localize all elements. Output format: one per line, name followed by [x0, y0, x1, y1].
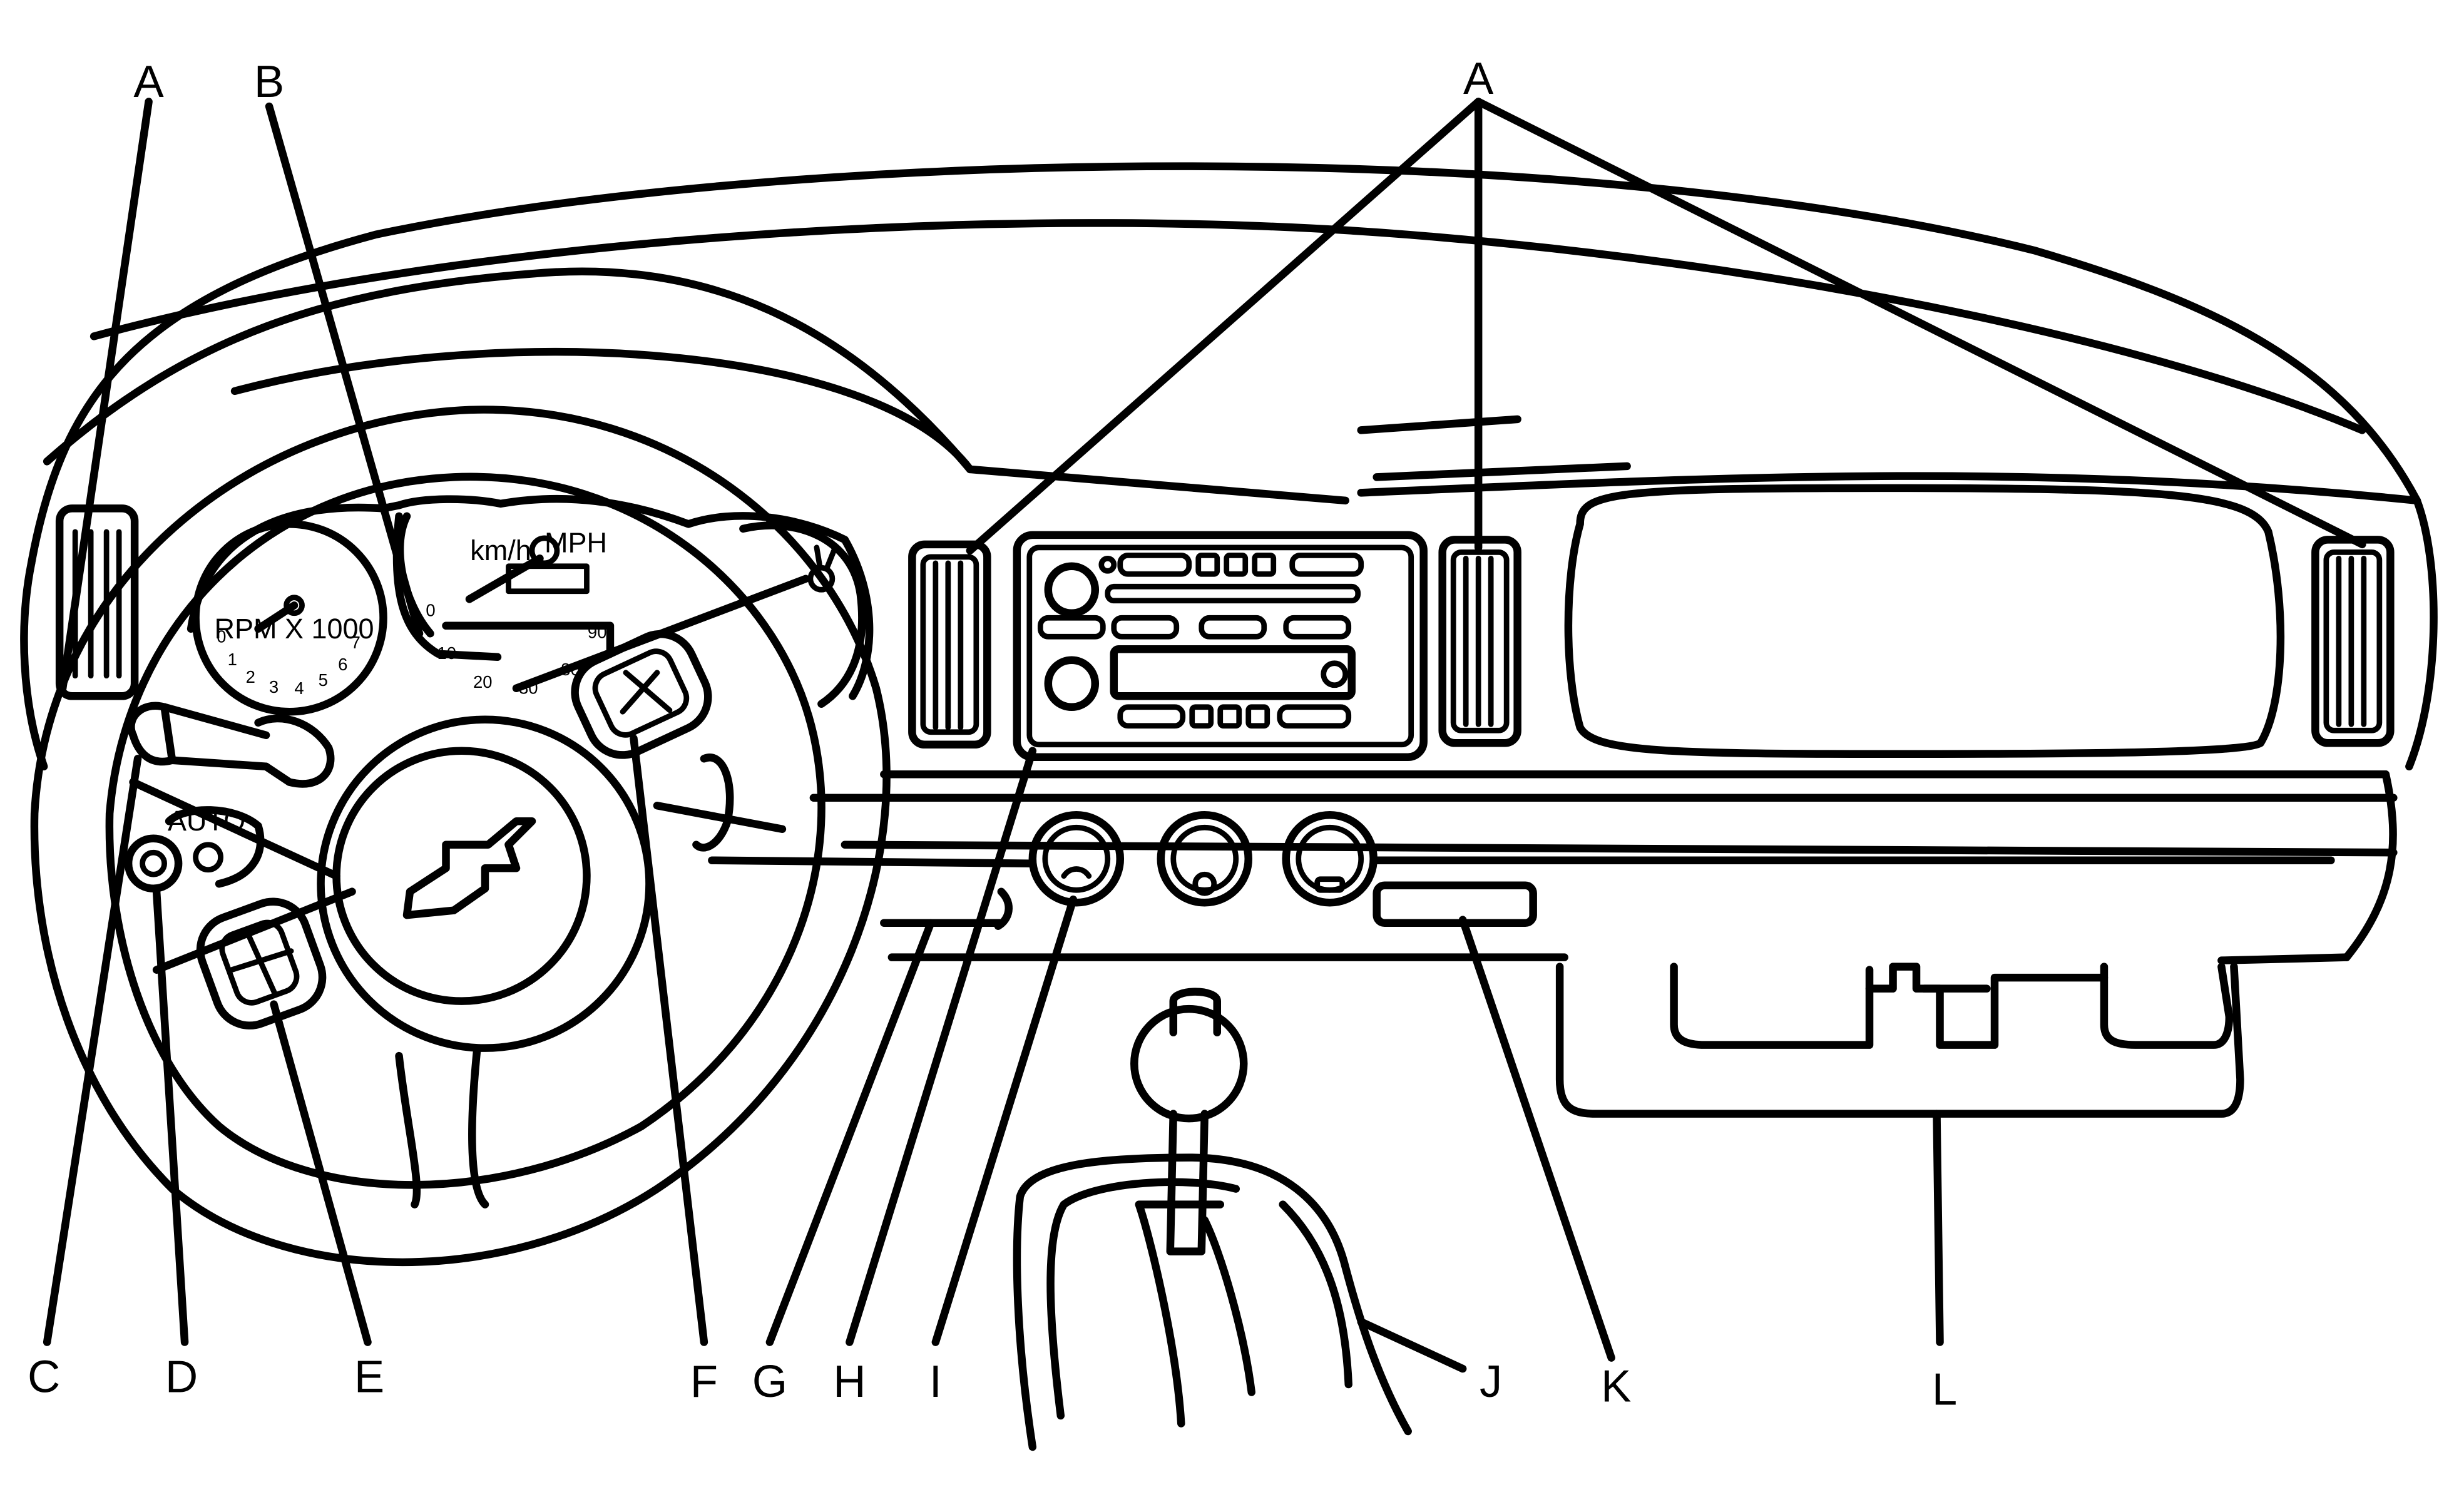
- mode-knob: [1282, 810, 1378, 907]
- callout-label-h: H: [833, 1356, 866, 1407]
- driver-airbag: [332, 747, 591, 1005]
- callout-label-f: F: [690, 1356, 718, 1407]
- odometer-display: [506, 563, 590, 595]
- multifunction-lever: [127, 702, 335, 788]
- speedometer-tick-0: 0: [426, 600, 435, 620]
- glove-box: [1555, 963, 2244, 1118]
- radio-tune-knob: [1044, 656, 1100, 712]
- shift-lever: [1130, 988, 1248, 1255]
- callout-label-e: E: [354, 1352, 384, 1402]
- tachometer-tick-0: 0: [217, 626, 226, 646]
- headlamp-switch: AUTO: [124, 805, 265, 892]
- radio: [1013, 531, 1428, 761]
- callout-leaders: [43, 98, 2366, 1373]
- air-outlet-right: [2311, 536, 2395, 747]
- speedometer-tick-20: 20: [473, 672, 493, 692]
- temperature-knob: [1028, 810, 1125, 907]
- shift-knob: [1130, 1004, 1248, 1123]
- callout-label-k: K: [1601, 1361, 1631, 1412]
- tachometer-tick-5: 5: [319, 670, 328, 690]
- dashboard-outline: [20, 162, 2438, 964]
- steering-wheel: [30, 406, 891, 1267]
- headlamp-auto-label: AUTO: [168, 805, 245, 837]
- left-steering-wheel-controls: [196, 897, 327, 1030]
- callout-label-a-right: A: [1463, 53, 1494, 104]
- air-outlet-center-right: [1438, 536, 1521, 747]
- ashtray-or-storage: [1373, 881, 1537, 927]
- headlamp-knob: [124, 834, 183, 892]
- speedometer-tick-10: 10: [437, 643, 456, 663]
- fan-knob: [1157, 810, 1252, 907]
- speedometer-tick-90: 90: [588, 622, 607, 641]
- floor-console: [1013, 1153, 1412, 1451]
- climate-controls: [1028, 810, 1537, 927]
- tachometer-tick-7: 7: [351, 633, 360, 652]
- callout-label-c: C: [28, 1352, 60, 1402]
- air-outlet-center-left: [908, 540, 991, 749]
- radio-display: [1110, 645, 1356, 700]
- bowtie-emblem: [402, 817, 536, 919]
- speedometer-mph-label: MPH: [544, 526, 607, 558]
- passenger-airbag-door: [1564, 484, 2285, 758]
- callout-label-j: J: [1480, 1356, 1502, 1407]
- tachometer-tick-3: 3: [269, 677, 279, 697]
- tachometer-tick-1: 1: [228, 650, 237, 669]
- callout-label-i: I: [929, 1356, 942, 1407]
- tachometer-tick-6: 6: [338, 655, 347, 674]
- tachometer-unit-label: RPM X 1000: [215, 613, 374, 645]
- callout-label-g: G: [752, 1356, 787, 1407]
- speedometer-kmh-label: km/h: [470, 534, 531, 566]
- callout-label-d: D: [165, 1352, 198, 1402]
- callout-label-a-left: A: [133, 56, 164, 107]
- radio-volume-knob: [1044, 562, 1100, 618]
- callout-label-l: L: [1932, 1364, 1957, 1415]
- steering-column: [692, 754, 734, 852]
- callout-label-b: B: [254, 56, 284, 107]
- tachometer-tick-2: 2: [246, 667, 255, 687]
- tachometer-tick-4: 4: [294, 678, 304, 698]
- right-steering-wheel-controls: [571, 630, 712, 759]
